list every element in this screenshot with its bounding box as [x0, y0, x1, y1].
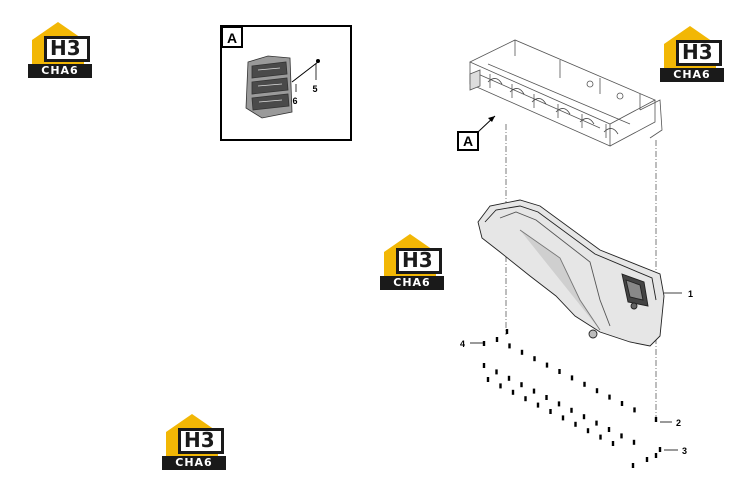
callout-2: 2	[676, 418, 681, 428]
bolt-icon	[595, 420, 598, 426]
bolt-icon	[482, 341, 486, 346]
detail-view-letter: A	[227, 30, 237, 46]
bolt-icon	[620, 401, 624, 406]
logo-watermark-top-left: H3 CHA6	[28, 20, 92, 80]
engine-block-drawing	[245, 55, 293, 119]
bolt-icon	[505, 329, 509, 334]
bolt-icon	[558, 369, 561, 374]
logo-mark: H3	[184, 428, 215, 452]
bolt-icon	[633, 407, 636, 413]
bolt-icon	[524, 396, 527, 402]
bolt-icon	[508, 343, 511, 349]
bolt-icon	[654, 417, 658, 422]
bolt-icon	[507, 375, 511, 381]
bolt-icon	[533, 356, 536, 362]
logo-watermark-top-right: H3 CHA6	[660, 24, 724, 84]
callout-3: 3	[682, 446, 687, 456]
bolt-icon	[620, 433, 623, 439]
bolt-icon	[631, 463, 635, 468]
view-a-marker: A	[457, 115, 496, 151]
bolt-icon	[583, 381, 586, 387]
callout-4: 4	[460, 339, 465, 349]
logo-word: CHA6	[175, 456, 213, 469]
logo-mark: H3	[402, 248, 433, 272]
bolt-icon	[608, 394, 611, 400]
bolt-icon	[549, 409, 552, 414]
bolt-icon	[611, 441, 615, 446]
bolt-icon	[520, 349, 524, 355]
bolt-icon	[495, 369, 498, 375]
callout-5: 5	[312, 84, 317, 94]
logo-mark: H3	[50, 36, 81, 60]
logo-watermark-center: H3 CHA6	[380, 232, 444, 292]
bolt-icon	[557, 401, 561, 407]
bolt-icon	[582, 414, 586, 420]
bolt-icon	[574, 421, 577, 427]
bolt-icon	[499, 383, 502, 389]
view-marker-letter: A	[463, 133, 473, 149]
logo-word: CHA6	[41, 64, 79, 77]
bolt-icon	[545, 395, 548, 400]
bolt-icon	[482, 363, 486, 368]
bolt-icon	[645, 457, 649, 462]
bolt-icon	[511, 389, 515, 395]
bolt-icon	[654, 453, 658, 458]
logo-watermark-bottom-left: H3 CHA6	[162, 412, 226, 472]
bolt-icon	[545, 362, 549, 368]
bolt-icon	[595, 388, 599, 394]
bolt-icon	[607, 427, 611, 432]
bolt-icon	[658, 447, 662, 452]
callout-1: 1	[688, 289, 693, 299]
logo-word: CHA6	[673, 68, 711, 81]
bolt-icon	[495, 337, 499, 342]
bolt-icon	[536, 402, 540, 408]
bolt-icon	[599, 434, 602, 440]
logo-word: CHA6	[393, 276, 431, 289]
bolt-icon	[520, 382, 523, 388]
detail-view-a: A 6 5	[220, 25, 352, 141]
bolt-icon	[486, 377, 490, 382]
bolt-icon	[570, 375, 574, 381]
bolt-icon	[561, 415, 565, 421]
bolt-icon	[532, 388, 536, 394]
bolt-icon	[586, 428, 590, 434]
bolt-icon	[570, 407, 573, 413]
bolt-icon	[632, 439, 636, 445]
logo-mark: H3	[682, 40, 713, 64]
callout-6: 6	[292, 96, 297, 106]
engine-block-frame	[469, 39, 663, 147]
bolt-set	[482, 329, 662, 468]
oil-pan-drawing	[477, 199, 665, 347]
